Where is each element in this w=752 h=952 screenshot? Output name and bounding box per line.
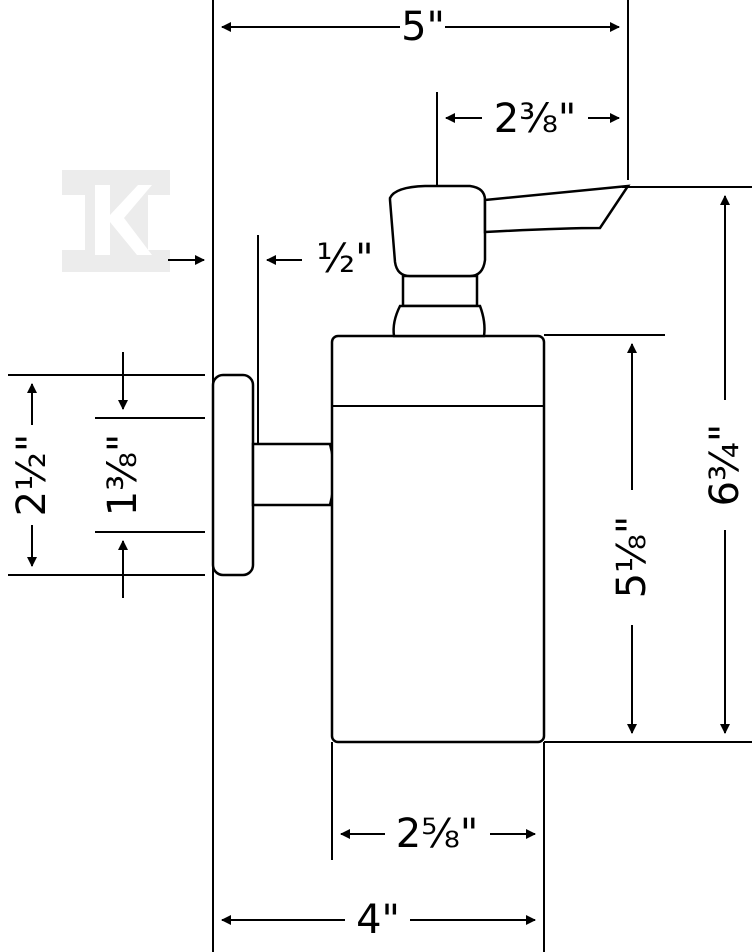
- dim-projection-label: 4": [356, 897, 400, 943]
- wall-rosette: [211, 373, 255, 577]
- dim-spout-reach: 2³⁄₈": [445, 96, 620, 142]
- dim-overall-width: 5": [221, 4, 620, 50]
- dim-body-height-label: 5⅛": [609, 516, 655, 599]
- dim-rosette-height-label: 2½": [9, 434, 55, 517]
- dim-arm-height: 1³⁄₈": [100, 352, 146, 598]
- mounting-arm: [251, 442, 336, 507]
- dim-rosette-height: 2½": [9, 383, 55, 567]
- pump-spout: [483, 184, 631, 234]
- dim-overall-height-label: 6¾": [702, 424, 748, 507]
- dim-wall-offset-label: ½": [316, 236, 373, 282]
- dim-body-width-label: 2⅝": [396, 811, 479, 857]
- dim-spout-reach-label: 2³⁄₈": [494, 96, 577, 142]
- extension-lines: [8, 0, 752, 952]
- dim-overall-height: 6¾": [702, 195, 748, 734]
- pump-head: [388, 184, 487, 278]
- pump-collar: [392, 304, 486, 338]
- dim-overall-width-label: 5": [401, 4, 445, 50]
- container-body: [330, 334, 546, 744]
- dim-body-width: 2⅝": [340, 811, 536, 857]
- soap-dispenser: [211, 184, 631, 744]
- dim-wall-offset: ½": [168, 236, 374, 282]
- pump-neck: [401, 274, 479, 308]
- dim-arm-height-label: 1³⁄₈": [100, 434, 146, 517]
- dim-projection: 4": [221, 897, 536, 943]
- watermark-logo: [62, 170, 170, 272]
- dim-body-height: 5⅛": [609, 343, 655, 734]
